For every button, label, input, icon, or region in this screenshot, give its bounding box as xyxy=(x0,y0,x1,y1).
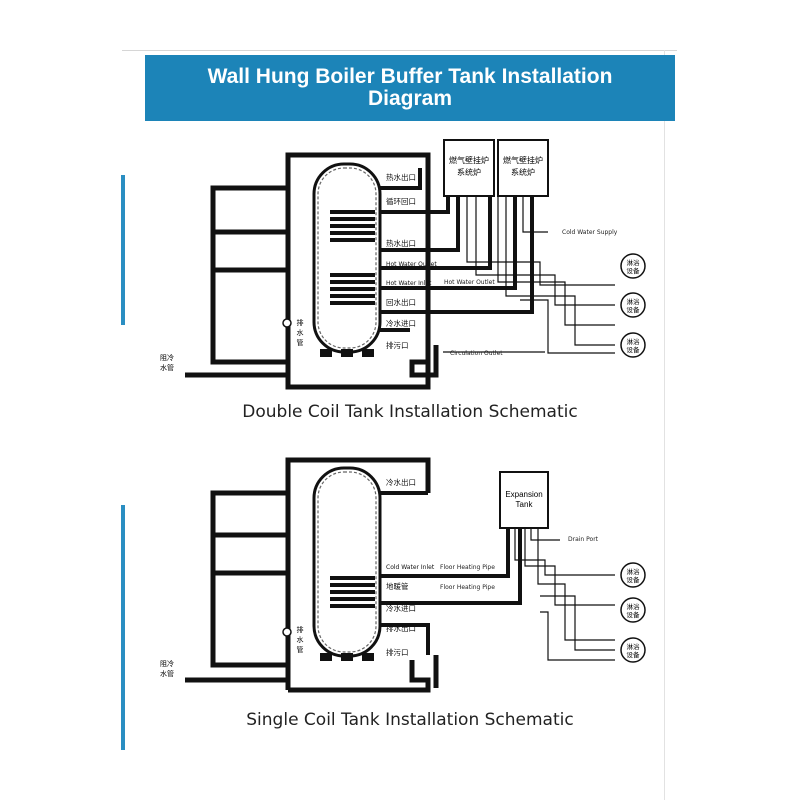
pipe-label: Floor Heating Pipe xyxy=(440,564,495,571)
fixture-label: 淋浴 xyxy=(627,602,641,611)
port-label: 排污口 xyxy=(386,340,409,350)
shower-fixture-icon xyxy=(620,253,646,279)
port-label: 热水出口 xyxy=(386,172,416,182)
shower-fixture-icon xyxy=(620,597,646,623)
port-label: 循环回口 xyxy=(386,196,416,206)
sidebar-accent xyxy=(121,175,125,325)
pipe-label: Drain Port xyxy=(568,536,599,543)
port-label: 冷水进口 xyxy=(386,318,416,328)
fixture-label: 设备 xyxy=(627,650,641,659)
drain-label: 排 xyxy=(297,625,304,634)
drain-valve-icon xyxy=(282,318,292,328)
shower-fixture-icon xyxy=(620,562,646,588)
sidebar-accent xyxy=(121,505,125,750)
cold-water-label: 水管 xyxy=(160,669,174,678)
port-label: 排污口 xyxy=(386,647,409,657)
pipe-label: Hot Water Outlet xyxy=(444,279,495,286)
diagram2-caption: Single Coil Tank Installation Schematic xyxy=(246,710,574,730)
shower-fixture-icon xyxy=(620,332,646,358)
drain-label: 管 xyxy=(297,338,304,347)
fixture-label: 设备 xyxy=(627,575,641,584)
diagram1-caption: Double Coil Tank Installation Schematic xyxy=(242,402,578,422)
cold-water-label: 水管 xyxy=(160,363,174,372)
fixture-label: 淋浴 xyxy=(627,297,641,306)
expansion-tank-label: Expansion xyxy=(505,490,542,499)
expansion-tank-label: Tank xyxy=(516,500,534,509)
fixture-label: 设备 xyxy=(627,345,641,354)
shower-fixture-icon xyxy=(620,637,646,663)
port-label: 回水出口 xyxy=(386,297,416,307)
pipe-label: Floor Heating Pipe xyxy=(440,584,495,591)
page-right-rule xyxy=(664,50,665,800)
drain-label: 管 xyxy=(297,645,304,654)
boiler-2-label: 系统炉 xyxy=(511,167,535,177)
cold-water-label: 阻冷 xyxy=(160,353,174,362)
boiler-unit-1 xyxy=(443,139,495,197)
port-label: 地暖管 xyxy=(386,581,409,591)
port-label: 冷水进口 xyxy=(386,603,416,613)
drain-valve-icon xyxy=(282,627,292,637)
fixture-label: 淋浴 xyxy=(627,567,641,576)
port-label: Hot Water Inlet xyxy=(386,280,432,287)
drain-label: 水 xyxy=(297,635,304,644)
port-label: 冷水出口 xyxy=(386,477,416,487)
boiler-1-label: 系统炉 xyxy=(457,167,481,177)
fixture-label: 淋浴 xyxy=(627,337,641,346)
drain-label: 排 xyxy=(297,318,304,327)
port-label: Hot Water Outlet xyxy=(386,261,437,268)
port-label: Cold Water Inlet xyxy=(386,564,435,571)
pipe-label: Circulation Outlet xyxy=(450,350,503,357)
shower-fixture-icon xyxy=(620,292,646,318)
port-label: 热水出口 xyxy=(386,238,416,248)
fixture-label: 设备 xyxy=(627,266,641,275)
tank-vessel xyxy=(312,466,382,661)
fixture-label: 淋浴 xyxy=(627,258,641,267)
fixture-label: 淋浴 xyxy=(627,642,641,651)
page-top-rule xyxy=(122,50,677,51)
boiler-1-label: 燃气壁挂炉 xyxy=(449,155,489,165)
title-banner: Wall Hung Boiler Buffer Tank Installatio… xyxy=(145,55,675,121)
page-title: Wall Hung Boiler Buffer Tank Installatio… xyxy=(207,65,613,110)
pipe-label: Cold Water Supply xyxy=(562,229,618,236)
expansion-tank xyxy=(499,471,549,529)
fixture-label: 设备 xyxy=(627,305,641,314)
boiler-unit-2 xyxy=(497,139,549,197)
boiler-2-label: 燃气壁挂炉 xyxy=(503,155,543,165)
fixture-label: 设备 xyxy=(627,610,641,619)
cold-water-label: 阻冷 xyxy=(160,659,174,668)
drain-label: 水 xyxy=(297,328,304,337)
tank-vessel xyxy=(312,162,382,357)
port-label: 排水出口 xyxy=(386,623,416,633)
